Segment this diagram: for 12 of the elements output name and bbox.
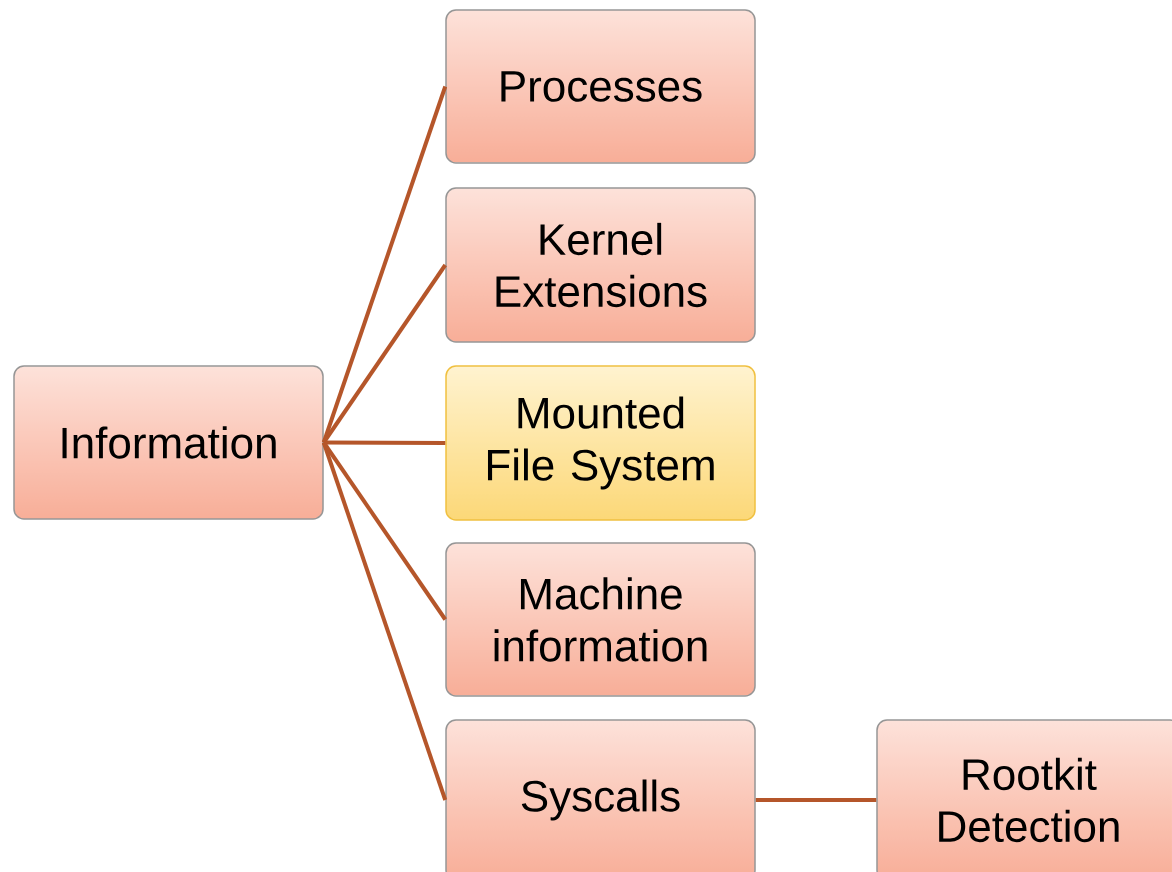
connector-line <box>321 441 448 801</box>
connector-line <box>755 798 877 802</box>
highlighted-box: Mounted File System <box>445 365 756 521</box>
topic-box: Rootkit Detection <box>876 719 1172 872</box>
topic-box: Syscalls <box>445 719 756 872</box>
topic-box: Kernel Extensions <box>445 187 756 343</box>
connector-line <box>323 440 446 445</box>
topic-box: Information <box>13 365 324 520</box>
topic-box: Machine information <box>445 542 756 697</box>
connector-line <box>321 85 448 444</box>
connector-line <box>322 263 447 444</box>
topic-box: Processes <box>445 9 756 164</box>
